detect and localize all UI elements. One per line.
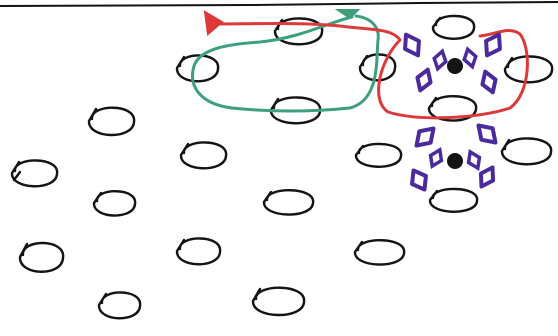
sketch-circle xyxy=(430,189,477,212)
sketch-circle xyxy=(355,240,404,264)
purple-diamond xyxy=(479,69,500,94)
black-dot xyxy=(447,153,463,169)
green-path-line xyxy=(193,16,379,111)
purple-diamond xyxy=(414,67,435,92)
purple-diamond xyxy=(407,166,432,193)
sketch-circle xyxy=(181,142,226,168)
purple-diamond xyxy=(411,123,439,151)
sketch-circle xyxy=(94,191,135,215)
sketch-circle xyxy=(433,16,474,39)
purple-diamond xyxy=(432,50,448,70)
purple-diamond xyxy=(462,48,478,68)
purple-diamond xyxy=(427,147,445,168)
sketch-circle xyxy=(264,190,313,214)
red-path-line xyxy=(214,24,527,118)
black-dot xyxy=(447,58,463,74)
purple-diamond xyxy=(399,31,425,60)
purple-diamond xyxy=(465,149,483,170)
red-triangle-flag xyxy=(205,12,222,34)
sketch-circle xyxy=(14,172,20,180)
sketch-circle xyxy=(502,138,551,164)
sketch-circle xyxy=(20,243,63,272)
sketch-circle xyxy=(356,144,401,167)
sketch-circle xyxy=(89,108,134,135)
top-rule-line xyxy=(0,2,558,6)
purple-diamond xyxy=(473,120,501,148)
sketch-circle xyxy=(99,292,140,318)
sketch-circle xyxy=(253,288,304,315)
sketch-circle xyxy=(177,238,220,264)
